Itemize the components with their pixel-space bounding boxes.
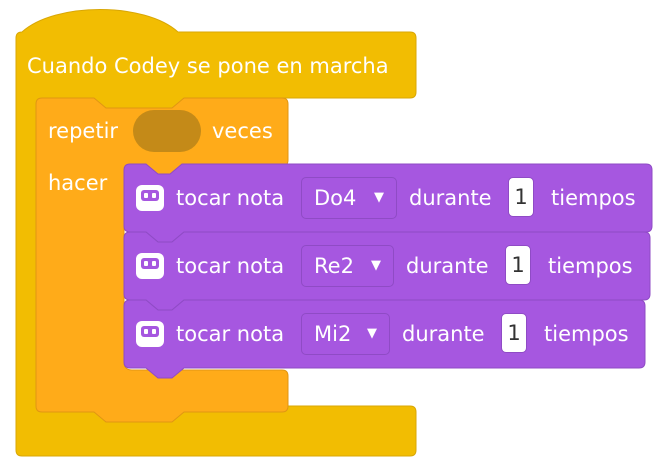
- note-dropdown[interactable]: Re2 ▼: [301, 245, 394, 287]
- dropdown-arrow-icon: ▼: [371, 258, 381, 273]
- dropdown-arrow-icon: ▼: [374, 190, 384, 205]
- beats-input[interactable]: 1: [505, 245, 531, 285]
- note-value: Do4: [314, 186, 357, 210]
- note-dropdown[interactable]: Do4 ▼: [301, 177, 397, 219]
- note-value: Mi2: [314, 322, 352, 346]
- repeat-times-label: veces: [212, 119, 273, 143]
- note-dropdown[interactable]: Mi2 ▼: [301, 313, 390, 355]
- beats-label: tiempos: [544, 322, 629, 346]
- repeat-block[interactable]: [35, 97, 289, 423]
- beats-label: tiempos: [548, 254, 633, 278]
- play-note-label: tocar nota: [176, 254, 285, 278]
- repeat-count-slot[interactable]: [133, 110, 201, 152]
- beats-input[interactable]: 1: [508, 177, 534, 217]
- during-label: durante: [409, 186, 492, 210]
- codey-robot-icon: [136, 321, 164, 347]
- repeat-do-label: hacer: [48, 171, 108, 195]
- note-value: Re2: [314, 254, 354, 278]
- during-label: durante: [406, 254, 489, 278]
- dropdown-arrow-icon: ▼: [367, 326, 377, 341]
- beats-input[interactable]: 1: [501, 313, 527, 353]
- play-note-label: tocar nota: [176, 322, 285, 346]
- play-note-label: tocar nota: [176, 186, 285, 210]
- codey-robot-icon: [136, 185, 164, 211]
- repeat-label: repetir: [48, 119, 119, 143]
- during-label: durante: [402, 322, 485, 346]
- beats-label: tiempos: [551, 186, 636, 210]
- event-block-label: Cuando Codey se pone en marcha: [27, 54, 389, 78]
- codey-robot-icon: [136, 253, 164, 279]
